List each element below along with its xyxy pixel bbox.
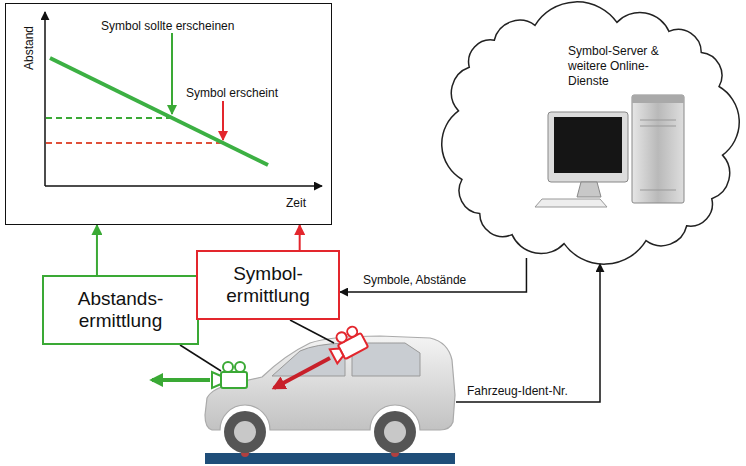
wheel [224, 411, 266, 453]
computer-illustration [535, 95, 684, 207]
signal-arrow [456, 264, 600, 402]
text-holder: Zeit [286, 193, 306, 211]
leader-line [180, 345, 221, 371]
camera-lens [330, 345, 345, 363]
axis-label: Zeit [286, 196, 306, 210]
text-holder: Fahrzeug-Ident-Nr. [465, 381, 570, 399]
process-box: Abstands- ermittlung [42, 275, 199, 345]
pointer-arrow [222, 101, 224, 140]
tower [632, 95, 684, 203]
threshold-line [46, 142, 223, 144]
monitor [548, 112, 628, 182]
edge-label: Symbole, Abstände [361, 273, 468, 287]
node-label: Symbol-Server & weitere Online- Dienste [568, 44, 688, 89]
annotation-text: Symbol erscheint [186, 86, 278, 100]
text-holder: Symbol sollte erscheinen [101, 16, 234, 34]
cloud-shape: Symbol-Server & weitere Online- Dienste [438, 2, 743, 264]
axis-label: Abstand [22, 26, 36, 70]
keyboard [535, 199, 607, 207]
camera-lens [212, 372, 221, 388]
process-box: Symbol- ermittlung [196, 250, 340, 320]
text-holder: Abstand [19, 13, 37, 83]
rim [384, 421, 406, 443]
signal-label: Fahrzeug-Ident-Nr. [465, 384, 570, 398]
connector-arrow [340, 258, 526, 292]
node-label: Abstands- ermittlung [50, 288, 191, 332]
camera-reel [235, 362, 245, 372]
camera-reel [345, 325, 359, 339]
monitor-stand [577, 182, 601, 197]
y-axis [44, 12, 46, 186]
annotation-text: Symbol sollte erscheinen [101, 19, 234, 33]
chart-frame: Symbol sollte erscheinenSymbol erscheint… [5, 3, 332, 225]
view-arrow [274, 358, 330, 388]
node-label: Symbol- ermittlung [204, 263, 332, 307]
chart-plot [45, 12, 322, 186]
rim [234, 421, 256, 443]
cloud-outline-path [442, 2, 740, 264]
tower-handle [632, 95, 684, 103]
view-arrow [152, 378, 210, 382]
screen [554, 117, 622, 173]
threshold-line [46, 117, 172, 119]
camera-body [221, 372, 247, 388]
text-holder: Symbole, Abstände [361, 270, 468, 288]
cloud-outline [438, 2, 743, 264]
x-axis [45, 185, 322, 187]
leader-line [290, 320, 334, 343]
camera-icon [212, 362, 247, 388]
connector-arrow [96, 225, 98, 275]
tower-vent [640, 190, 676, 191]
text-holder: Symbol erscheint [186, 83, 278, 101]
camera-icon [325, 324, 368, 363]
connector-arrow [299, 225, 301, 250]
tower-vent [640, 126, 676, 127]
camera-reel [223, 362, 233, 372]
tower-vent [640, 120, 676, 121]
wheel [374, 411, 416, 453]
distance-curve [50, 58, 268, 165]
pointer-arrow [171, 33, 173, 114]
car-illustration [205, 336, 455, 464]
